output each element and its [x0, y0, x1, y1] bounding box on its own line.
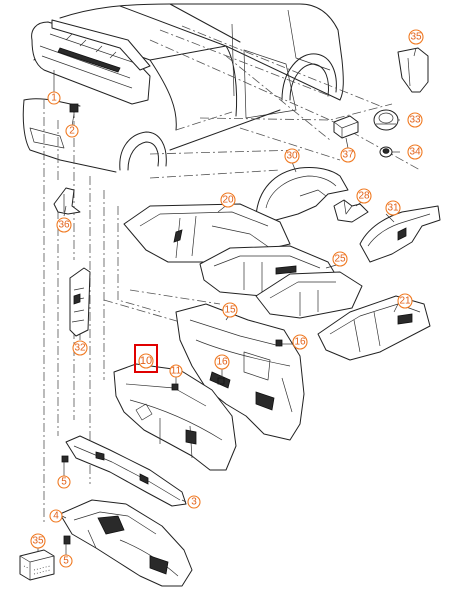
svg-text:11: 11 [171, 366, 182, 377]
callout-4[interactable]: 4 [49, 509, 63, 523]
callout-5-lower[interactable]: 5 [59, 554, 73, 568]
part-bracket-36 [53, 187, 81, 215]
callout-1[interactable]: 1 [47, 91, 61, 105]
svg-text:32: 32 [74, 343, 86, 354]
svg-text:16: 16 [294, 337, 306, 348]
svg-text:4: 4 [53, 511, 59, 522]
svg-text:20: 20 [222, 195, 234, 206]
svg-text:10: 10 [140, 355, 152, 367]
svg-text:5: 5 [61, 477, 67, 488]
svg-text:3: 3 [191, 497, 197, 508]
callout-11[interactable]: 11 [169, 364, 183, 378]
svg-text:34: 34 [409, 147, 421, 158]
callout-28[interactable]: 28 [356, 188, 372, 204]
part-dash-insulation-4 [59, 499, 193, 587]
callout-36[interactable]: 36 [56, 217, 72, 233]
svg-text:31: 31 [387, 203, 399, 214]
part-pad-37 [333, 115, 359, 139]
part-wheelhouse-31 [359, 205, 441, 263]
callout-33[interactable]: 33 [407, 112, 423, 128]
svg-text:35: 35 [32, 536, 44, 547]
svg-text:37: 37 [342, 150, 354, 161]
callout-2[interactable]: 2 [65, 124, 79, 138]
part-clip-2 [69, 103, 79, 118]
svg-text:5: 5 [63, 556, 69, 567]
part-side-strip-32 [69, 267, 91, 337]
part-grommet-33 [373, 109, 399, 131]
callout-34[interactable]: 34 [407, 144, 423, 160]
part-wheelhouse-30 [255, 167, 349, 221]
svg-text:25: 25 [334, 254, 346, 265]
svg-text:16: 16 [216, 357, 228, 368]
svg-text:1: 1 [51, 93, 57, 104]
callout-37[interactable]: 37 [340, 147, 356, 163]
assembly-lines [43, 25, 421, 522]
part-bracket-35-top [397, 47, 429, 93]
svg-text:36: 36 [58, 220, 70, 231]
callout-5-upper[interactable]: 5 [57, 475, 71, 489]
svg-text:30: 30 [286, 151, 298, 162]
callout-31[interactable]: 31 [385, 200, 401, 216]
svg-text:21: 21 [399, 296, 411, 307]
svg-text:28: 28 [358, 191, 370, 202]
callout-25[interactable]: 25 [332, 251, 348, 267]
part-floor-21 [317, 295, 431, 361]
callout-35-top[interactable]: 35 [408, 29, 424, 45]
svg-text:15: 15 [224, 305, 236, 316]
callout-16-left[interactable]: 16 [214, 354, 230, 370]
part-floor-25b [255, 271, 363, 319]
callout-3[interactable]: 3 [187, 495, 201, 509]
svg-text:33: 33 [409, 115, 421, 126]
part-cross-cover-3 [65, 435, 187, 507]
callout-30[interactable]: 30 [284, 148, 300, 164]
callout-15[interactable]: 15 [222, 302, 238, 318]
callout-32[interactable]: 32 [72, 340, 88, 356]
callout-16-right[interactable]: 16 [292, 334, 308, 350]
callout-20[interactable]: 20 [220, 192, 236, 208]
part-block-28 [333, 199, 369, 223]
part-bulkhead-15 [175, 303, 305, 441]
svg-text:35: 35 [410, 32, 422, 43]
leader-lines [37, 47, 417, 556]
part-plug-34 [379, 146, 393, 158]
svg-text:2: 2 [69, 126, 75, 137]
part-stud-11 [171, 383, 179, 391]
part-pad-35-bottom [19, 549, 55, 581]
callout-21[interactable]: 21 [397, 293, 413, 309]
part-clip-5 [61, 455, 71, 545]
callout-10-highlighted[interactable]: 10 [134, 344, 158, 373]
part-cowl-cover [31, 19, 151, 105]
callout-35-bottom[interactable]: 35 [30, 533, 46, 549]
